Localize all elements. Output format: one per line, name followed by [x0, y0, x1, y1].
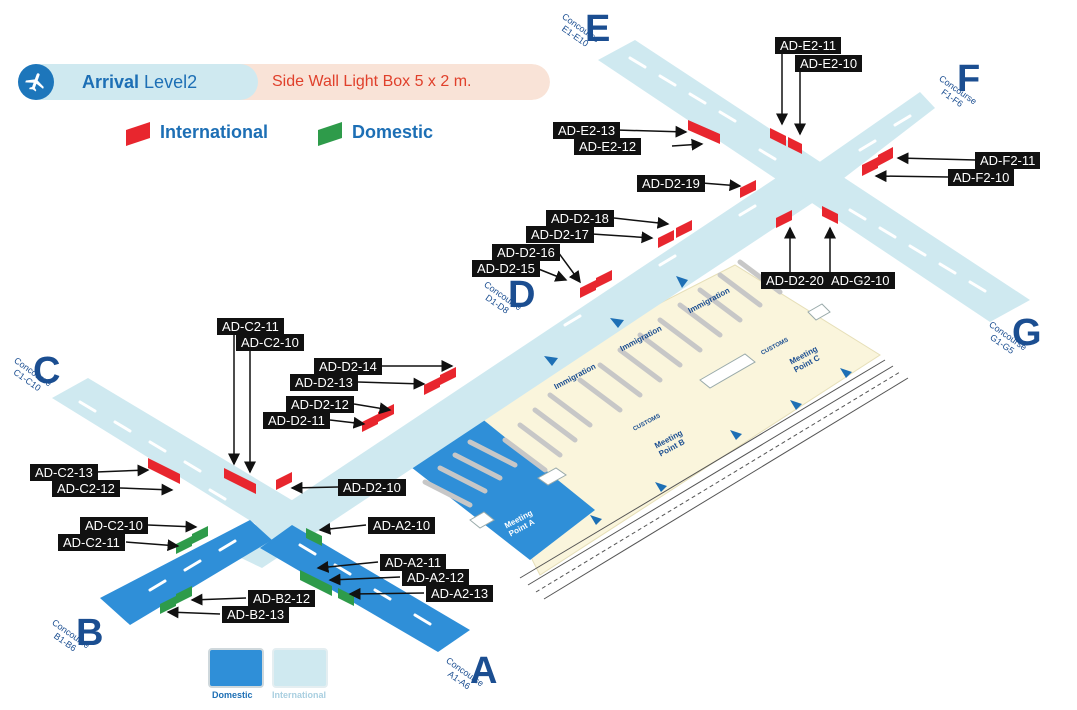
baggage-belts — [422, 259, 783, 508]
callout-ad-d2-20: AD-D2-20 — [761, 272, 829, 289]
callout-ad-a2-11: AD-A2-11 — [380, 554, 447, 571]
callout-leaders — [95, 52, 977, 619]
callout-ad-d2-18: AD-D2-18 — [546, 210, 614, 227]
concourse-d-letter: D — [508, 274, 536, 316]
concourse-a-letter: A — [470, 650, 498, 692]
concourse-a-pier — [260, 525, 470, 652]
callout-ad-g2-10: AD-G2-10 — [826, 272, 895, 289]
callout-ad-c2-10: AD-C2-10 — [236, 334, 304, 351]
concourse-f-pier — [808, 92, 935, 185]
callout-ad-e2-12: AD-E2-12 — [574, 138, 642, 155]
callout-ad-b2-13: AD-B2-13 — [222, 606, 290, 623]
domestic-lightboxes — [160, 526, 354, 614]
callout-ad-c2-11-domestic: AD-C2-11 — [58, 534, 125, 551]
concourse-f-letter: F — [957, 58, 981, 100]
callout-ad-d2-11: AD-D2-11 — [263, 412, 330, 429]
flow-arrows — [544, 276, 852, 525]
callout-ad-e2-11: AD-E2-11 — [775, 37, 842, 54]
international-legend-label: International — [160, 122, 269, 142]
callout-ad-e2-13: AD-E2-13 — [553, 122, 621, 139]
callout-ad-d2-19: AD-D2-19 — [637, 175, 705, 192]
domestic-hall — [402, 405, 595, 560]
page-subtitle: Side Wall Light Box 5 x 2 m. — [272, 73, 472, 90]
callout-ad-c2-10-domestic: AD-C2-10 — [80, 517, 148, 534]
callout-ad-d2-13: AD-D2-13 — [290, 374, 358, 391]
concourse-c-letter: C — [33, 350, 61, 392]
callout-ad-d2-10: AD-D2-10 — [338, 479, 406, 496]
callout-ad-f2-10: AD-F2-10 — [948, 169, 1015, 186]
callout-ad-a2-13: AD-A2-13 — [426, 585, 494, 602]
concourse-c-pier — [52, 378, 300, 528]
callout-ad-a2-12: AD-A2-12 — [402, 569, 470, 586]
callout-ad-c2-12: AD-C2-12 — [52, 480, 120, 497]
callout-ad-c2-13: AD-C2-13 — [30, 464, 98, 481]
airplane-icon — [18, 64, 54, 100]
callout-ad-b2-12: AD-B2-12 — [248, 590, 316, 607]
callout-ad-d2-14: AD-D2-14 — [314, 358, 382, 375]
concourse-b-letter: B — [76, 612, 104, 654]
page-title: Arrival Level2 — [82, 72, 198, 92]
domestic-legend-swatch — [318, 122, 342, 146]
international-floor-label: International — [272, 690, 327, 700]
terminal-structures — [469, 303, 831, 529]
domestic-legend-label: Domestic — [352, 122, 434, 142]
international-lightboxes — [148, 120, 893, 494]
banner-left-band — [18, 64, 258, 100]
domestic-floor-swatch — [208, 648, 264, 688]
callout-ad-d2-17: AD-D2-17 — [526, 226, 594, 243]
domestic-floor-label: Domestic — [212, 690, 253, 700]
international-legend-swatch — [126, 122, 150, 146]
international-floor-swatch — [272, 648, 328, 688]
callout-ad-d2-15: AD-D2-15 — [472, 260, 540, 277]
level-banner — [18, 64, 550, 100]
concourse-e-letter: E — [585, 8, 611, 50]
concourse-g-letter: G — [1012, 312, 1042, 354]
callout-ad-c2-11: AD-C2-11 — [217, 318, 284, 335]
main-corridor — [220, 162, 838, 568]
callout-ad-a2-10: AD-A2-10 — [368, 517, 436, 534]
gate-marks — [78, 56, 987, 626]
callout-ad-d2-12: AD-D2-12 — [286, 396, 354, 413]
callout-ad-f2-11: AD-F2-11 — [975, 152, 1041, 169]
callout-ad-d2-16: AD-D2-16 — [492, 244, 560, 261]
banner-right-band — [218, 64, 550, 100]
callout-ad-e2-10: AD-E2-10 — [795, 55, 863, 72]
roadway — [519, 359, 909, 600]
